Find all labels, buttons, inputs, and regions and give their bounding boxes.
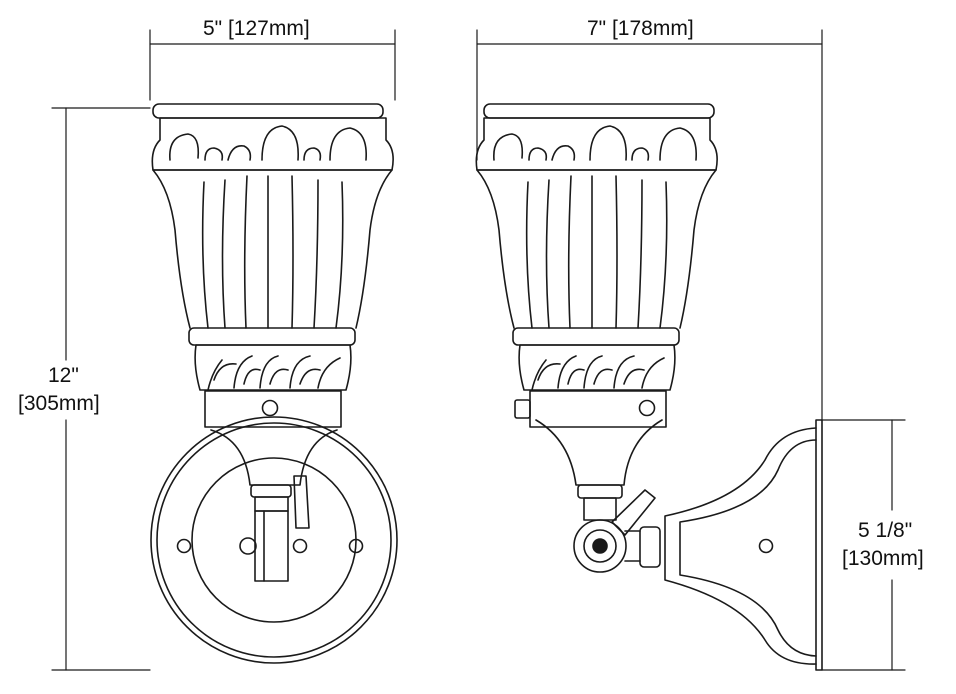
backplate-dimension-mm: [130mm] [842, 547, 924, 570]
width-dimension-label: 5" [127mm] [203, 17, 310, 40]
height-dimension-mm: [305mm] [18, 392, 100, 415]
dimension-lines [51, 29, 906, 671]
height-dimension-inches: 12" [48, 364, 79, 387]
backplate-dimension-inches: 5 1/8" [858, 519, 913, 542]
depth-dimension-label: 7" [178mm] [587, 17, 694, 40]
front-view [150, 103, 398, 664]
side-view [475, 103, 823, 671]
